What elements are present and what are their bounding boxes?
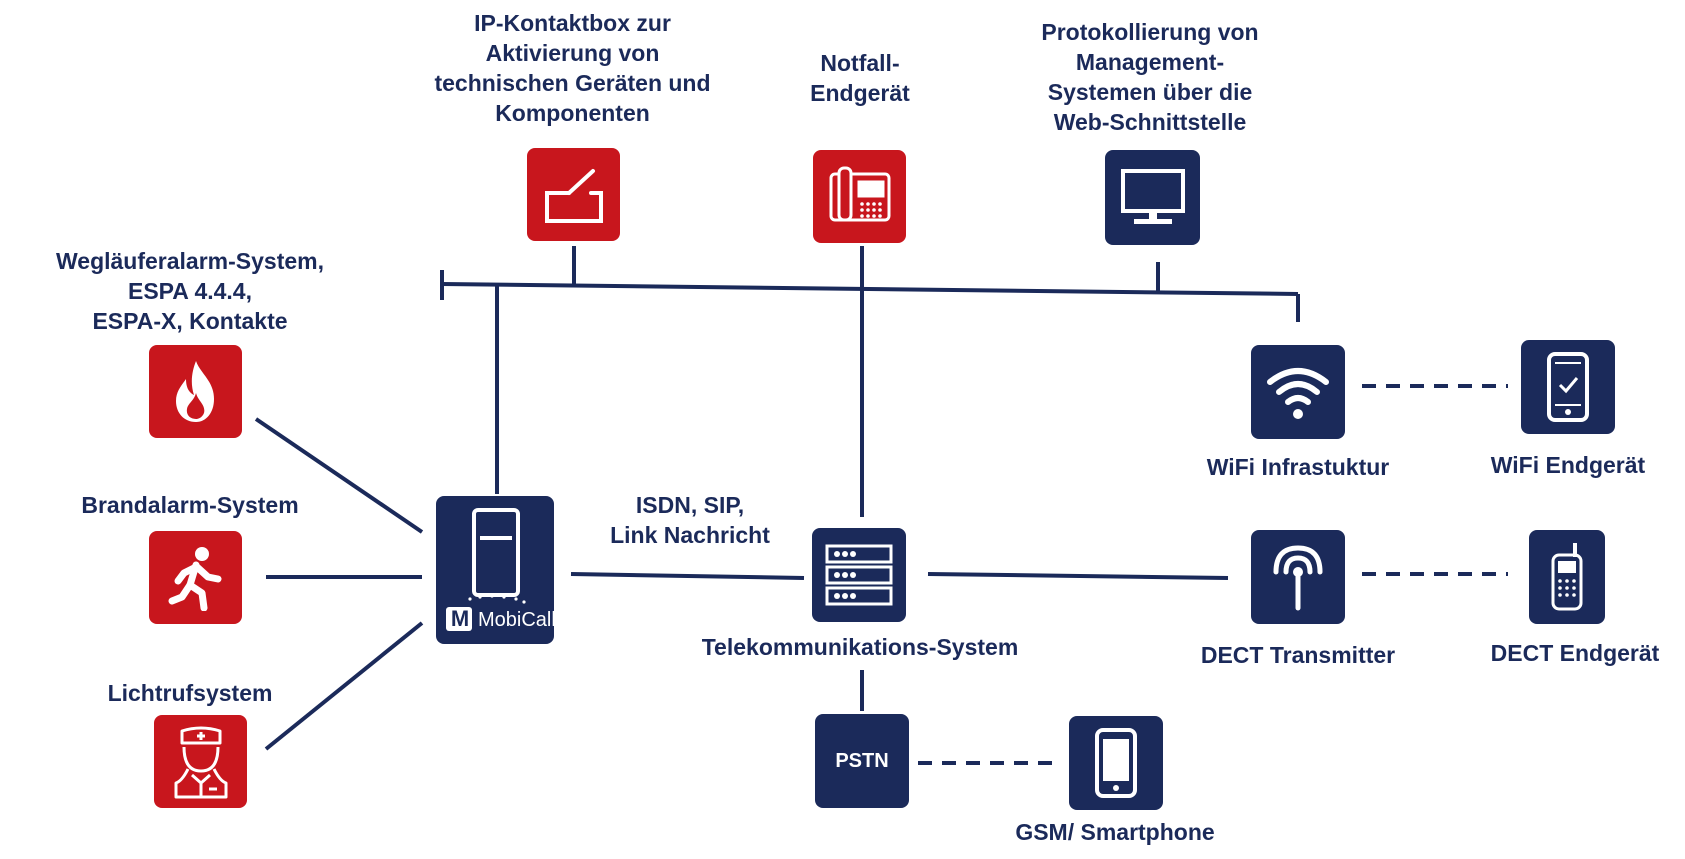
ip-box-node[interactable] <box>527 148 620 241</box>
desk-phone-icon <box>829 166 890 221</box>
antenna-icon <box>1273 545 1323 611</box>
pstn-text: PSTN <box>835 749 889 772</box>
brandalarm-label: Brandalarm-System <box>81 492 299 518</box>
mobicall-logo-text: MobiCall <box>478 609 556 631</box>
telekom-label: Telekommunikations-System <box>701 634 1019 660</box>
weglaeufer-label-line: Wegläuferalarm-System, <box>55 248 324 274</box>
dect-link <box>927 572 1229 580</box>
dect-trans-node[interactable] <box>1251 530 1345 624</box>
protokoll-label-line: Management- <box>1075 49 1225 75</box>
rack-server-icon <box>825 544 893 606</box>
isdn-label-line: ISDN, SIP, <box>635 492 745 518</box>
wifi-end-node[interactable] <box>1521 340 1615 434</box>
dect-trans-label: DECT Transmitter <box>1200 642 1396 668</box>
top-bus-line <box>441 282 1299 296</box>
mobicall-node[interactable]: M MobiCall <box>436 496 556 644</box>
protokoll-label-line: Systemen über die <box>1047 79 1253 105</box>
notfall-label-line: Notfall- <box>820 50 900 76</box>
switch-contact-icon <box>544 168 603 223</box>
monitor-icon <box>1120 168 1185 224</box>
smartphone-check-icon <box>1547 352 1589 422</box>
telekom-node[interactable] <box>812 528 906 622</box>
isdn-label: ISDN, SIP, Link Nachricht <box>590 490 790 550</box>
ip-box-label-line: Komponenten <box>495 100 650 126</box>
dect-end-node[interactable] <box>1529 530 1605 624</box>
running-person-icon <box>168 546 221 611</box>
gsm-label: GSM/ Smartphone <box>1015 819 1215 845</box>
gsm-node[interactable] <box>1069 716 1163 810</box>
wifi-icon <box>1267 368 1329 419</box>
brandalarm-node[interactable] <box>149 531 242 624</box>
server-tower-icon <box>446 508 526 631</box>
lichtruf-label: Lichtrufsystem <box>107 680 273 706</box>
weglaeufer-label: Wegläuferalarm-System, ESPA 4.4.4, ESPA-… <box>20 246 360 336</box>
wifi-infra-label: WiFi Infrastuktur <box>1206 454 1390 480</box>
nurse-icon <box>174 726 227 798</box>
protokoll-node[interactable] <box>1105 150 1200 245</box>
notfall-label: Notfall- Endgerät <box>780 48 940 108</box>
weglaeufer-label-line: ESPA-X, Kontakte <box>92 308 288 334</box>
fire-link <box>254 417 424 534</box>
lichtruf-link <box>264 621 424 751</box>
dect-end-label: DECT Endgerät <box>1490 640 1660 666</box>
smartphone-icon <box>1095 728 1137 798</box>
weglaeufer-label-line: ESPA 4.4.4, <box>127 278 252 304</box>
flame-icon <box>175 360 214 422</box>
protokoll-label-line: Web-Schnittstelle <box>1053 109 1247 135</box>
weglaeufer-node[interactable] <box>149 345 242 438</box>
ip-box-label-line: technischen Geräten und <box>434 70 711 96</box>
pstn-node[interactable]: PSTN <box>815 714 909 808</box>
protokoll-label: Protokollierung von Management- Systemen… <box>1005 17 1295 137</box>
cordless-phone-icon <box>1551 543 1583 611</box>
isdn-label-line: Link Nachricht <box>610 522 770 548</box>
isdn-link <box>570 572 805 580</box>
protokoll-label-line: Protokollierung von <box>1041 19 1259 45</box>
notfall-node[interactable] <box>813 150 906 243</box>
wifi-end-label: WiFi Endgerät <box>1490 452 1646 478</box>
notfall-label-line: Endgerät <box>810 80 910 106</box>
mobicall-logo-mark: M <box>450 606 470 631</box>
lichtruf-node[interactable] <box>154 715 247 808</box>
ip-box-label-line: IP-Kontaktbox zur <box>474 10 671 36</box>
ip-box-label: IP-Kontaktbox zur Aktivierung von techni… <box>395 8 750 128</box>
wifi-infra-node[interactable] <box>1251 345 1345 439</box>
ip-box-label-line: Aktivierung von <box>485 40 660 66</box>
